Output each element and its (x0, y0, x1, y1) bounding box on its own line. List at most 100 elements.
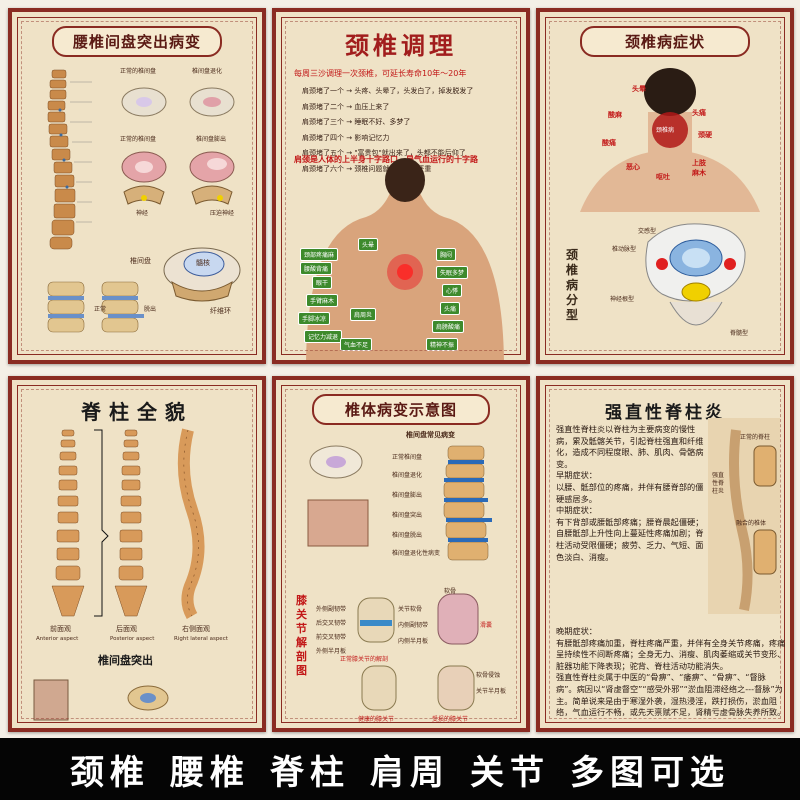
spine-comparison-image (708, 418, 780, 614)
disc-label: 椎间盘退化性病变 (392, 550, 441, 557)
image-label: 强直性脊柱炎 (712, 472, 725, 495)
sub-title: 椎间盘常见病变 (406, 431, 455, 439)
knee-label: 软骨侵蚀 (476, 672, 501, 679)
label-protrusion: 脱出 (144, 306, 157, 313)
banner-word: 肩周 (370, 752, 450, 793)
knee-label: 后交叉韧带 (316, 620, 347, 627)
symptom-tag: 手脚冰凉 (298, 312, 331, 325)
paragraph: 有下背部或腰骶部疼痛；腰脊晨起僵硬；自腰骶部上升性向上蔓延性疼痛加剧；脊柱活动受… (556, 516, 704, 562)
poster-title: 椎体病变示意图 (312, 394, 490, 425)
sub-title: 椎间盘突出 (98, 654, 153, 667)
banner-word: 脊柱 (270, 752, 350, 793)
label-normal-disc-2: 正常的椎间盘 (120, 136, 157, 143)
knee-label: 关节软骨 (398, 606, 423, 613)
poster-title: 强直性脊柱炎 (605, 403, 725, 423)
normal-knee-caption: 正常膝关节的解剖 (340, 656, 389, 663)
label-normal-disc: 正常的椎间盘 (120, 68, 157, 75)
disc-label: 椎间盘突出 (392, 512, 423, 519)
blockage-line: 肩颈堵了四个 → 影响记忆力 (302, 133, 390, 142)
footer-text: 肩颈是人体的上半身十字路口，是气血运行的十字路 (294, 155, 478, 164)
poster-grid: 腰椎间盘突出病变 (8, 8, 794, 732)
view-label-en: Posterior aspect (110, 636, 155, 642)
blockage-list: 肩颈堵了一个 → 头疼、头晕了，头发白了，掉发脱发了 肩颈堵了二个 → 血压上来… (302, 84, 473, 177)
label-herniation: 椎间盘膨出 (196, 136, 227, 143)
symptom-tag: 腰酸背痛 (300, 262, 333, 275)
disc-label: 椎间盘膨出 (392, 492, 423, 499)
symptom-tag: 肩膀酸痛 (432, 320, 465, 333)
label-nucleus: 髓核 (196, 259, 210, 267)
knee-label: 内侧半月板 (398, 638, 429, 645)
type-label: 脊髓型 (730, 330, 749, 337)
poster-lumbar-disc[interactable]: 腰椎间盘突出病变 (8, 8, 266, 364)
poster-cervical-symptoms[interactable]: 颈椎病症状 头晕 头痛 酸麻 颈硬 酸痛 恶心 呕吐 上肢麻木 颈椎病 颈椎病分… (536, 8, 794, 364)
poster-full-spine[interactable]: 脊柱全貌 前面观 后面观 右侧面观 Anterio (8, 376, 266, 732)
banner-word: 腰椎 (170, 752, 250, 793)
symptom-tag: 精神不振 (426, 338, 459, 351)
symptom: 呕吐 (656, 173, 670, 181)
label-normal: 正常 (94, 306, 107, 313)
label-intervertebral-disc: 椎间盘 (130, 257, 151, 265)
poster-title: 颈椎调理 (345, 31, 457, 60)
symptom-tag: 心悸 (442, 284, 463, 297)
intro-text: 强直性脊柱炎以脊柱为主要病变的慢性病，累及骶髂关节，引起脊柱强直和纤维化，造成不… (556, 424, 704, 563)
poster-title: 脊柱全貌 (81, 400, 193, 424)
banner-word: 颈椎 (70, 752, 150, 793)
symptom-tag: 手臂麻木 (306, 294, 339, 307)
poster-title: 腰椎间盘突出病变 (52, 26, 222, 57)
intro-text: 每周三沙调理一次颈椎，可延长寿命10年～20年 (294, 69, 467, 78)
label-annulus: 纤维环 (210, 307, 231, 315)
banner-word: 关节 (470, 752, 550, 793)
knee-label: 外侧半月板 (316, 648, 347, 655)
blockage-line: 肩颈堵了二个 → 血压上来了 (302, 102, 390, 111)
knee-label: 前交叉韧带 (316, 634, 347, 641)
disc-label: 正常椎间盘 (392, 454, 423, 461)
paragraph: 有腰骶部疼痛加重，脊柱疼痛严重，并伴有全身关节疼痛，疼痛呈持续性不间断疼痛；全身… (556, 637, 786, 671)
symptom-tag: 头痛 (440, 302, 461, 315)
blockage-line: 肩颈堵了六个 → 颈椎问题就会越来越严重 (302, 164, 432, 173)
paragraph: 强直性脊柱炎以脊柱为主要病变的慢性病，累及骶髂关节，引起脊柱强直和纤维化，造成不… (556, 424, 704, 469)
blockage-line: 肩颈堵了三个 → 睡眠不好、多梦了 (302, 118, 411, 126)
disc-label: 椎间盘脱出 (392, 532, 423, 539)
paragraph: 晚期症状： (556, 626, 597, 636)
bottom-banner: 颈椎 腰椎 脊柱 肩周 关节 多图可选 (0, 738, 800, 800)
label-degenerated: 椎间盘退化 (192, 68, 223, 75)
poster-ankylosing-spondylitis[interactable]: 强直性脊柱炎 强直性脊柱炎以脊柱为主要病变的慢性病，累及骶髂关节，引起脊柱强直和… (536, 376, 794, 732)
label-nerve: 神经 (136, 210, 149, 217)
paragraph: 中期症状： (556, 505, 597, 516)
image-label: 正常的脊柱 (740, 434, 771, 441)
label-compressed-nerve: 压迫神经 (210, 210, 235, 217)
damaged-knee-caption: 受损的膝关节 (432, 716, 469, 723)
poster-cervical-care[interactable]: 颈椎调理 每周三沙调理一次颈椎，可延长寿命10年～20年 肩颈堵了一个 → 头疼… (272, 8, 530, 364)
spine-views (33, 428, 205, 721)
knee-label: 滑囊 (480, 622, 493, 629)
healthy-knee-caption: 健康的膝关节 (358, 716, 395, 723)
neck-label: 颈椎病 (656, 127, 675, 134)
symptom: 酸痛 (602, 139, 616, 147)
symptom-tag: 气血不足 (340, 338, 373, 351)
symptom-tag: 头晕 (358, 238, 379, 251)
view-label-en: Right lateral aspect (174, 636, 228, 642)
knee-label: 内侧副韧带 (398, 622, 429, 629)
paragraph: 强直性脊柱炎属于中医的“骨痹”、“痿痹”、“骨痹”、“督脉病”。病因以“肾虚督空… (556, 672, 786, 718)
symptom-tag: 颈部疼痛麻 (300, 248, 339, 261)
image-label: 融合的椎体 (736, 520, 767, 527)
symptom: 颈硬 (698, 131, 712, 139)
view-label-en: Anterior aspect (36, 636, 79, 642)
poster-vertebral-lesion[interactable]: 椎体病变示意图 椎间盘常见病变 正常椎间盘 椎间盘退化 椎间盘膨出 椎间盘突出 (272, 376, 530, 732)
symptom-tag: 胸闷 (436, 248, 457, 261)
paragraph: 以腰、骶部位的疼痛，并伴有腰脊部的僵硬感居多。 (556, 481, 704, 504)
knee-label: 软骨 (444, 588, 457, 595)
blockage-line: 肩颈堵了一个 → 头疼、头晕了，头发白了，掉发脱发了 (302, 87, 474, 95)
symptom: 头痛 (692, 109, 706, 117)
knee-label: 关节半月板 (476, 688, 507, 695)
type-label: 交感型 (638, 228, 657, 235)
symptom-tag: 肩周炎 (350, 308, 377, 321)
late-text: 晚期症状： 有腰骶部疼痛加重，脊柱疼痛严重，并伴有全身关节疼痛，疼痛呈持续性不间… (556, 626, 786, 719)
symptom: 酸麻 (608, 111, 622, 119)
disc-label: 椎间盘退化 (392, 472, 423, 479)
symptom: 上肢麻木 (692, 159, 706, 177)
symptom-tag: 失眠多梦 (436, 266, 469, 279)
symptom-tag: 记忆力减退 (304, 330, 343, 343)
spine-illustration (47, 69, 241, 333)
symptom-tag: 眼干 (312, 276, 333, 289)
